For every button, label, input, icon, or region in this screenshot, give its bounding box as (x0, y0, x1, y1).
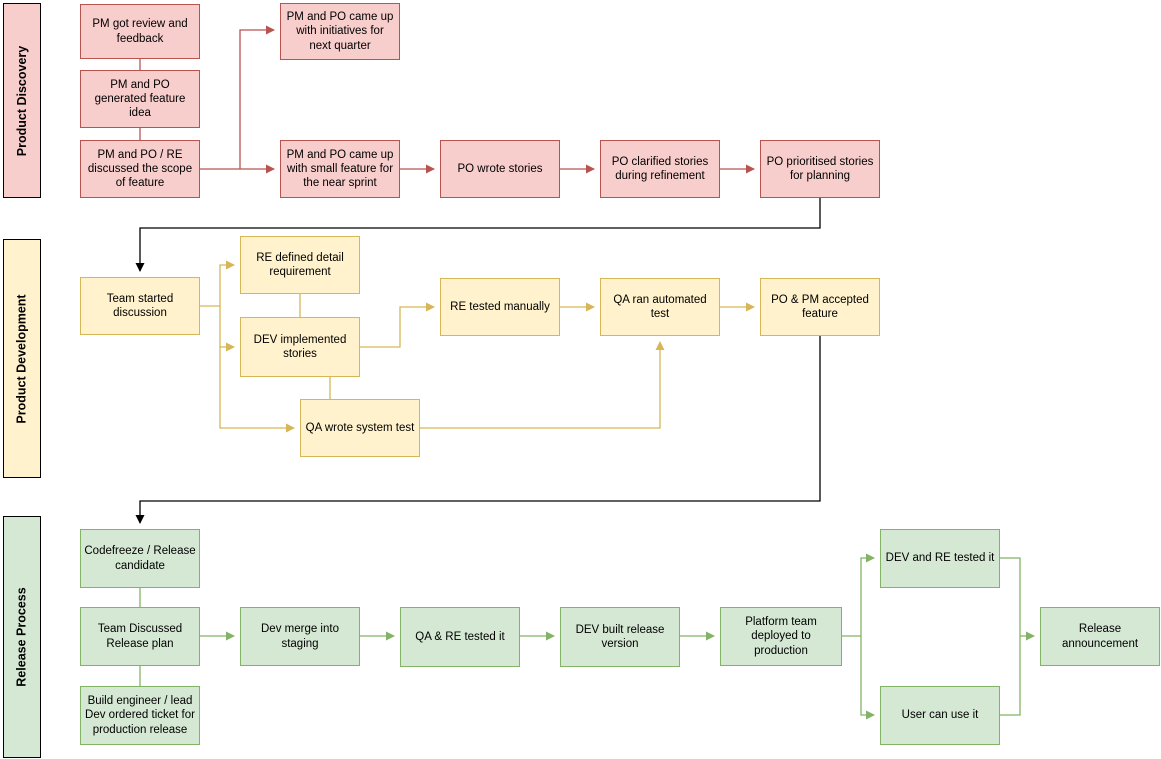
node-label: QA & RE tested it (415, 630, 505, 643)
node-label: Build engineer / lead Dev ordered ticket… (85, 695, 195, 736)
node-codefreeze-release-candidate[interactable]: Codefreeze / Release candidate (80, 529, 200, 588)
node-dev-built-release-version[interactable]: DEV built release version (560, 607, 680, 667)
connector-arrow (860, 636, 875, 720)
node-re-defined-requirement[interactable]: RE defined detail requirement (240, 236, 360, 294)
node-qa-ran-automated-test[interactable]: QA ran automated test (600, 278, 720, 336)
connector-arrow (239, 25, 275, 169)
lane-label: Release Process (15, 587, 30, 687)
connector (1000, 557, 1021, 636)
node-team-started-discussion[interactable]: Team started discussion (80, 277, 200, 335)
node-label: PO prioritised stories for planning (766, 155, 874, 182)
node-label: QA ran automated test (613, 293, 707, 320)
node-label: PO clarified stories during refinement (611, 155, 709, 182)
node-initiatives-next-quarter[interactable]: PM and PO came up with initiatives for n… (280, 3, 400, 60)
connector-arrow (860, 553, 875, 636)
node-label: PO & PM accepted feature (771, 293, 869, 320)
node-label: PM and PO came up with initiatives for n… (286, 11, 394, 52)
node-release-announcement[interactable]: Release announcement (1040, 607, 1160, 666)
node-label: Platform team deployed to production (745, 616, 817, 657)
node-build-engineer-ticket[interactable]: Build engineer / lead Dev ordered ticket… (80, 686, 200, 745)
node-po-pm-accepted-feature[interactable]: PO & PM accepted feature (760, 278, 880, 336)
lane-product-discovery[interactable]: Product Discovery (3, 3, 41, 198)
node-label: Dev merge into staging (261, 623, 339, 650)
node-label: PM and PO / RE discussed the scope of fe… (87, 148, 193, 189)
node-dev-merge-staging[interactable]: Dev merge into staging (240, 607, 360, 666)
node-pm-po-re-scope[interactable]: PM and PO / RE discussed the scope of fe… (80, 140, 200, 198)
node-po-prioritised-stories[interactable]: PO prioritised stories for planning (760, 140, 880, 198)
node-label: DEV built release version (575, 623, 665, 650)
connector-arrow (420, 341, 665, 429)
node-label: DEV and RE tested it (885, 552, 995, 565)
node-label: Release announcement (1061, 623, 1139, 650)
node-label: Codefreeze / Release candidate (84, 545, 196, 572)
node-small-feature-near-sprint[interactable]: PM and PO came up with small feature for… (280, 140, 400, 198)
connector-arrow (219, 306, 235, 352)
node-qa-re-tested-it[interactable]: QA & RE tested it (400, 607, 520, 667)
lane-release-process[interactable]: Release Process (3, 516, 41, 758)
node-label: Team started discussion (106, 292, 174, 319)
connector-group-development (200, 260, 755, 433)
connector-arrow (219, 260, 235, 306)
node-qa-wrote-system-test[interactable]: QA wrote system test (300, 399, 420, 457)
lane-product-development[interactable]: Product Development (3, 239, 41, 478)
node-label: PM and PO generated feature idea (94, 78, 186, 119)
node-label: User can use it (901, 709, 979, 722)
node-label: QA wrote system test (305, 421, 415, 434)
connector (1000, 636, 1021, 716)
node-label: PM got review and feedback (92, 18, 188, 45)
connector-group-cross-lane (135, 198, 821, 524)
connector-arrow (360, 302, 435, 348)
node-po-clarified-stories[interactable]: PO clarified stories during refinement (600, 140, 720, 198)
connector-arrow (219, 347, 295, 433)
node-user-can-use-it[interactable]: User can use it (880, 686, 1000, 745)
lane-label: Product Discovery (15, 45, 29, 156)
node-pm-got-review[interactable]: PM got review and feedback (80, 4, 200, 59)
node-label: Team Discussed Release plan (97, 623, 183, 650)
node-dev-implemented-stories[interactable]: DEV implemented stories (240, 317, 360, 377)
lane-label: Product Development (15, 293, 29, 424)
connector-group-discovery (139, 25, 755, 174)
node-re-tested-manually[interactable]: RE tested manually (440, 278, 560, 336)
node-team-discussed-release-plan[interactable]: Team Discussed Release plan (80, 607, 200, 666)
node-dev-and-re-tested-it[interactable]: DEV and RE tested it (880, 529, 1000, 588)
connector-arrow (135, 336, 821, 524)
node-label: PM and PO came up with small feature for… (286, 148, 394, 189)
node-label: RE defined detail requirement (256, 251, 344, 278)
node-pm-po-generated-idea[interactable]: PM and PO generated feature idea (80, 70, 200, 128)
connector-group-release (139, 553, 1035, 720)
node-label: PO wrote stories (457, 162, 543, 175)
node-label: RE tested manually (450, 300, 550, 313)
node-platform-team-deployed[interactable]: Platform team deployed to production (720, 607, 842, 666)
node-label: DEV implemented stories (253, 333, 347, 360)
connector-arrow (135, 198, 821, 272)
node-po-wrote-stories[interactable]: PO wrote stories (440, 140, 560, 198)
